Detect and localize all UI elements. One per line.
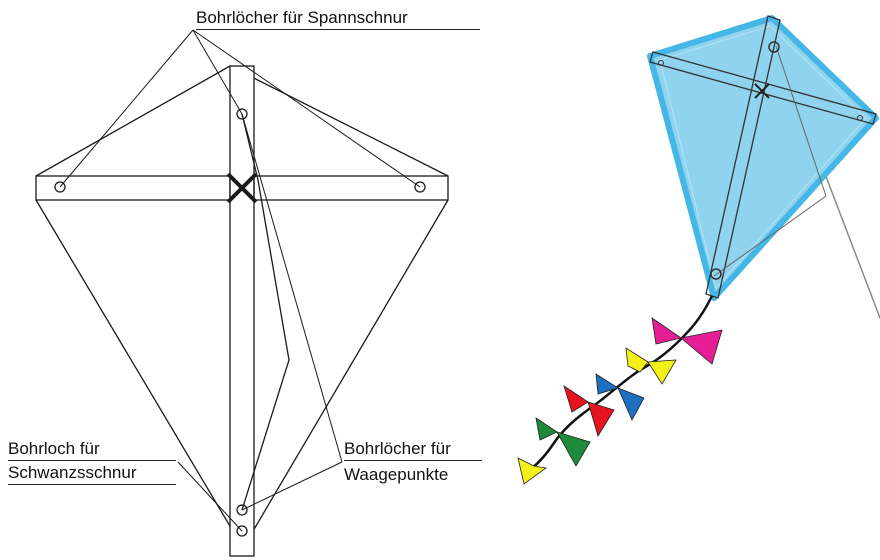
leader-spann-left xyxy=(60,30,193,187)
tail-string xyxy=(532,296,712,468)
leader-waage-top xyxy=(242,114,342,462)
label-schwanz-line2: Schwanzsschnur xyxy=(8,463,176,485)
label-spannschnur: Bohrlöcher für Spannschnur xyxy=(196,8,480,30)
label-schwanz-line1: Bohrloch für xyxy=(8,439,176,461)
tail-bow-magenta-left xyxy=(652,318,681,344)
tail-bow-blue-left xyxy=(596,374,618,394)
tail-bow-red-right xyxy=(588,402,614,436)
kite-illustration xyxy=(518,16,880,484)
tail-bow-green-left xyxy=(536,418,557,440)
tail-bow-green-right xyxy=(557,432,590,466)
label-waage-line2: Waagepunkte xyxy=(344,465,448,485)
leader-spann-right xyxy=(193,30,420,187)
leader-waage-bottom xyxy=(242,462,342,510)
label-waage-line1: Bohrlöcher für xyxy=(344,439,482,461)
tail-bow-blue-right xyxy=(618,388,644,420)
tail-bow-red-left xyxy=(564,386,588,412)
tail-bow-yellow-end xyxy=(518,458,546,484)
tail-bow-magenta-right xyxy=(681,330,722,364)
tail-bow-yellow-right xyxy=(648,360,676,384)
